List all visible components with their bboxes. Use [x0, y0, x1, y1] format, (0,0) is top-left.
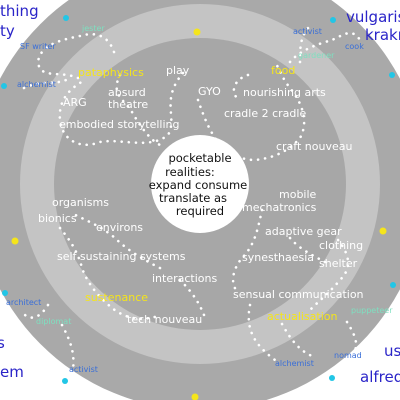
role-architect: architect — [6, 298, 41, 307]
role-activist-bottom: activist — [69, 365, 98, 374]
item-environs: environs — [96, 221, 143, 234]
item-interactions: interactions — [152, 272, 217, 285]
role-alchemist-bottom: alchemist — [275, 359, 314, 368]
item-arg: ARG — [63, 96, 87, 109]
item-organisms: organisms — [52, 196, 109, 209]
corner-labels: thing ty vulgaris krakr s em us alfred — [0, 2, 400, 386]
dotted-path — [298, 24, 312, 64]
role-sf-writer: SF writer — [20, 42, 56, 51]
marker-yellow-dot — [191, 393, 199, 400]
item-mechatronics: mechatronics — [242, 201, 317, 214]
marker-yellow-dot — [379, 227, 387, 235]
role-gardener: gardener — [298, 51, 335, 60]
item-self-sustaining-systems: self sustaining systems — [57, 250, 186, 263]
dotted-path — [60, 323, 75, 372]
corner-top-left-1: thing — [0, 2, 39, 20]
item-sensual-communication: sensual communication — [233, 288, 364, 301]
dotted-path — [178, 278, 206, 317]
item-synesthaesia: synesthaesia — [242, 251, 314, 264]
corner-bottom-left-1: s — [0, 334, 5, 352]
corner-bottom-left-2: em — [0, 363, 24, 381]
ring-markers — [1, 15, 396, 400]
item-theatre: theatre — [108, 98, 148, 111]
center-text: pocketable realities: expand consume tra… — [149, 151, 247, 218]
marker-cyan-dot — [330, 17, 336, 23]
corner-bottom-right-2: alfred — [360, 368, 400, 386]
category-labels: pataphysics food sustenance actualisatio… — [78, 64, 337, 323]
corner-top-left-2: ty — [0, 22, 15, 40]
item-labels: play ARG absurd theatre embodied storyte… — [38, 64, 364, 326]
marker-cyan-dot — [329, 375, 335, 381]
role-puppeteer: puppeteer — [351, 306, 393, 315]
dotted-path — [308, 238, 350, 312]
dotted-path — [58, 226, 160, 321]
category-pataphysics: pataphysics — [78, 66, 144, 79]
center-line-1: pocketable — [168, 151, 231, 165]
item-nourishing-arts: nourishing arts — [243, 86, 326, 99]
role-cook: cook — [345, 42, 364, 51]
item-adaptive-gear: adaptive gear — [265, 225, 342, 238]
dotted-path — [115, 73, 162, 147]
item-embodied-storytelling: embodied storytelling — [59, 118, 180, 131]
category-food: food — [271, 64, 295, 77]
item-absurd: absurd — [108, 86, 146, 99]
dotted-path — [196, 60, 306, 162]
dotted-path — [288, 31, 362, 64]
role-diplomat: diplomat — [36, 317, 71, 326]
corner-bottom-right-1: us — [384, 342, 400, 360]
role-jester: jester — [81, 24, 105, 33]
center-line-3: expand consume — [149, 178, 247, 192]
marker-cyan-dot — [389, 72, 395, 78]
corner-top-right-2: krakr — [365, 26, 400, 44]
marker-yellow-dot — [11, 237, 19, 245]
item-play: play — [166, 64, 190, 77]
role-nomad: nomad — [334, 351, 362, 360]
item-mobile: mobile — [279, 188, 317, 201]
item-tech-nouveau: tech nouveau — [127, 313, 202, 326]
marker-cyan-dot — [63, 15, 69, 21]
role-labels: jester SF writer alchemist activist cook… — [6, 24, 393, 374]
category-sustenance: sustenance — [85, 291, 148, 304]
marker-cyan-dot — [62, 378, 68, 384]
item-clothing: clothing — [319, 239, 363, 252]
corner-top-right-1: vulgaris — [346, 8, 400, 26]
item-cradle-2-cradle: cradle 2 cradle — [224, 107, 306, 120]
center-line-2: realities: — [165, 165, 215, 179]
dotted-path — [36, 32, 116, 80]
center-line-4: translate as — [159, 191, 227, 205]
dotted-paths — [20, 24, 362, 372]
marker-cyan-dot — [1, 83, 7, 89]
item-shelter: shelter — [319, 257, 358, 270]
role-alchemist-top: alchemist — [17, 80, 56, 89]
dotted-path — [247, 303, 277, 362]
category-actualisation: actualisation — [267, 310, 337, 323]
center-line-5: required — [176, 204, 224, 218]
dotted-path — [58, 71, 185, 147]
marker-cyan-dot — [2, 290, 8, 296]
marker-yellow-dot — [193, 28, 201, 36]
item-craft-nouveau: craft nouveau — [276, 140, 352, 153]
role-activist-top: activist — [293, 27, 322, 36]
marker-cyan-dot — [390, 282, 396, 288]
item-bionics: bionics — [38, 212, 77, 225]
item-gyo: GYO — [198, 85, 221, 98]
center-circle — [151, 135, 249, 233]
